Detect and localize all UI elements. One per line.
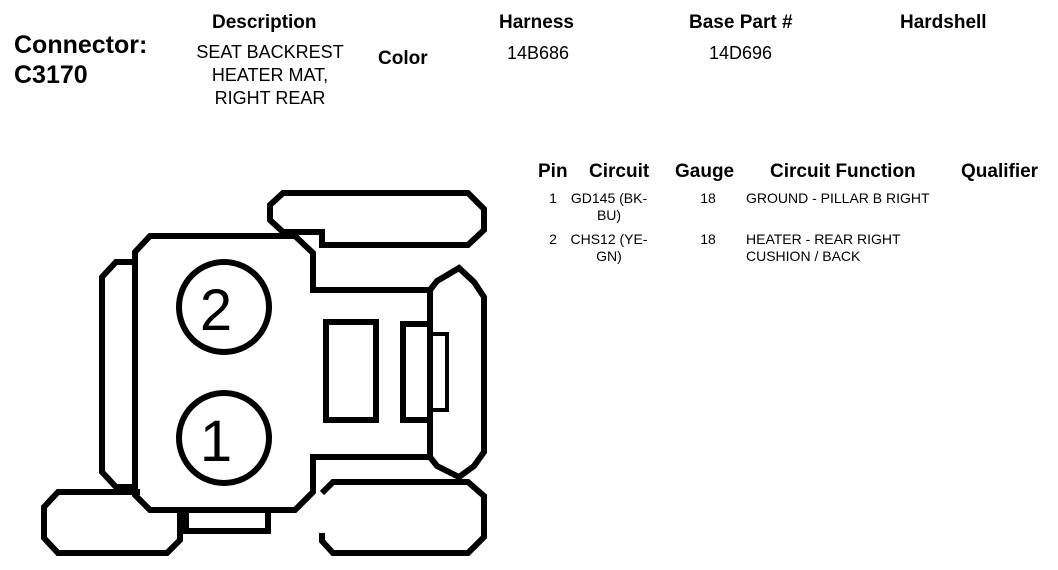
description-line: SEAT BACKREST [196,42,344,62]
circuit-function-column-header: Circuit Function [770,161,916,182]
pin-1-label: 1 [200,409,232,474]
pin-2-circle [176,259,272,355]
connector-id: C3170 [14,61,88,89]
function-line: GROUND - PILLAR B RIGHT [746,190,930,206]
circuit-line: CHS12 (YE- [570,231,648,247]
description-line: HEATER MAT, [211,65,329,85]
description-header: Description [212,12,317,33]
harness-value: 14B686 [507,43,570,63]
base-part-value: 14D696 [709,43,773,63]
hardshell-header: Hardshell [900,12,987,33]
connector-label: Connector: C3170 [14,30,147,90]
circuit-line: GN) [596,248,622,264]
description-line: RIGHT REAR [214,88,326,108]
connector-label-prefix: Connector: [14,31,148,59]
gauge-cell: 18 [700,190,716,206]
circuit-line: BU) [596,207,622,223]
description-value: SEAT BACKREST HEATER MAT, RIGHT REAR [178,41,362,110]
top-latch [267,190,487,248]
key-slot [400,321,433,423]
circuit-function-cell: GROUND - PILLAR B RIGHT [746,190,961,207]
circuit-cell: GD145 (BK- BU) [563,190,655,224]
circuit-line: GD145 (BK- [570,190,648,206]
function-line: HEATER - REAR RIGHT [746,231,901,247]
pin-cell: 2 [549,231,557,247]
harness-header: Harness [499,12,574,33]
pin-cell: 1 [549,190,557,206]
bottom-latch [319,479,487,556]
gauge-cell: 18 [700,231,716,247]
housing-body [132,233,433,513]
pin-1-circle [176,390,272,486]
right-latch [427,264,487,481]
gauge-column-header: Gauge [675,161,735,182]
function-line: CUSHION / BACK [746,248,861,264]
color-label: Color [378,48,428,69]
circuit-function-cell: HEATER - REAR RIGHT CUSHION / BACK [746,231,961,265]
key-slot-inner [428,332,449,412]
bottom-tab [183,510,271,534]
base-part-header: Base Part # [689,12,793,33]
circuit-cell: CHS12 (YE- GN) [563,231,655,265]
left-rib [99,259,135,490]
terminal-slot [323,319,379,423]
qualifier-column-header: Qualifier [961,161,1039,182]
pin-2-label: 2 [200,278,232,343]
pin-column-header: Pin [538,161,568,182]
circuit-column-header: Circuit [589,161,650,182]
bottom-foot [41,489,183,556]
